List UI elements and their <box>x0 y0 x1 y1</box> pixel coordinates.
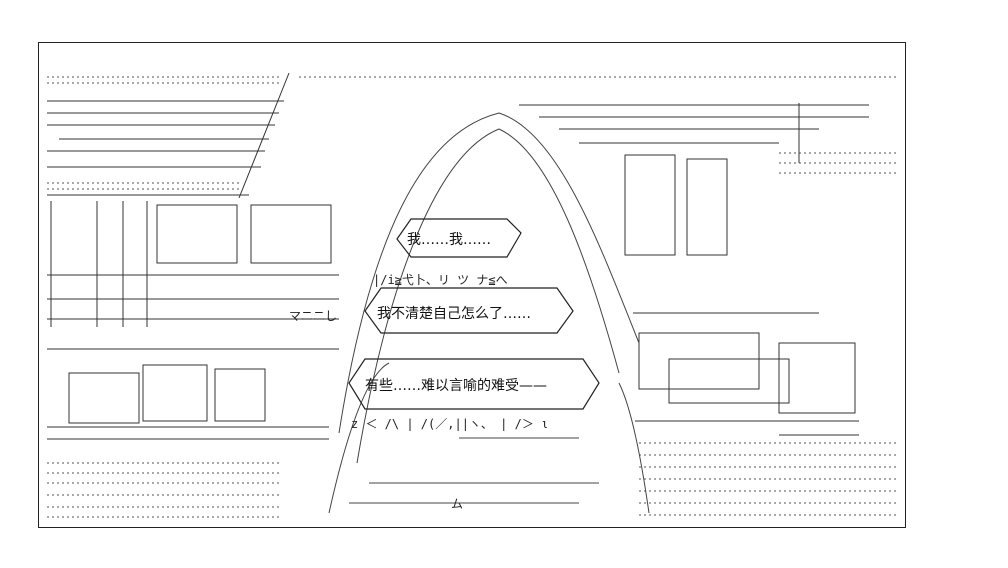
bubble-3-outline <box>348 358 600 410</box>
ascii-art-panel: |/i≧弋卜、リ ツ ナ≦へ z ＜ /\ | /(／,||ヽ、 | /＞ ι … <box>38 42 906 528</box>
dialogue-line-3: 有些……难以言喻的难受—— <box>365 378 547 394</box>
building-right <box>519 103 869 436</box>
central-figure <box>328 112 650 514</box>
dialogue-line-2: 我不清楚自己怎么了…… <box>377 306 531 322</box>
bubble-2-outline <box>364 287 574 334</box>
ascii-ma: ム <box>451 497 464 511</box>
ascii-art-drawing <box>47 72 899 518</box>
ascii-kana-row-2: z ＜ /\ | /(／,||ヽ、 | /＞ ι <box>351 417 549 431</box>
dotted-texture <box>47 76 899 518</box>
dialogue-line-1: 我……我…… <box>407 232 491 248</box>
ascii-kana-row: |/i≧弋卜、リ ツ ナ≦へ <box>373 273 508 287</box>
sign-text: マニニし <box>289 309 338 323</box>
bubble-1-outline <box>396 218 522 258</box>
speech-bubbles <box>348 218 600 410</box>
building-left <box>47 72 339 440</box>
